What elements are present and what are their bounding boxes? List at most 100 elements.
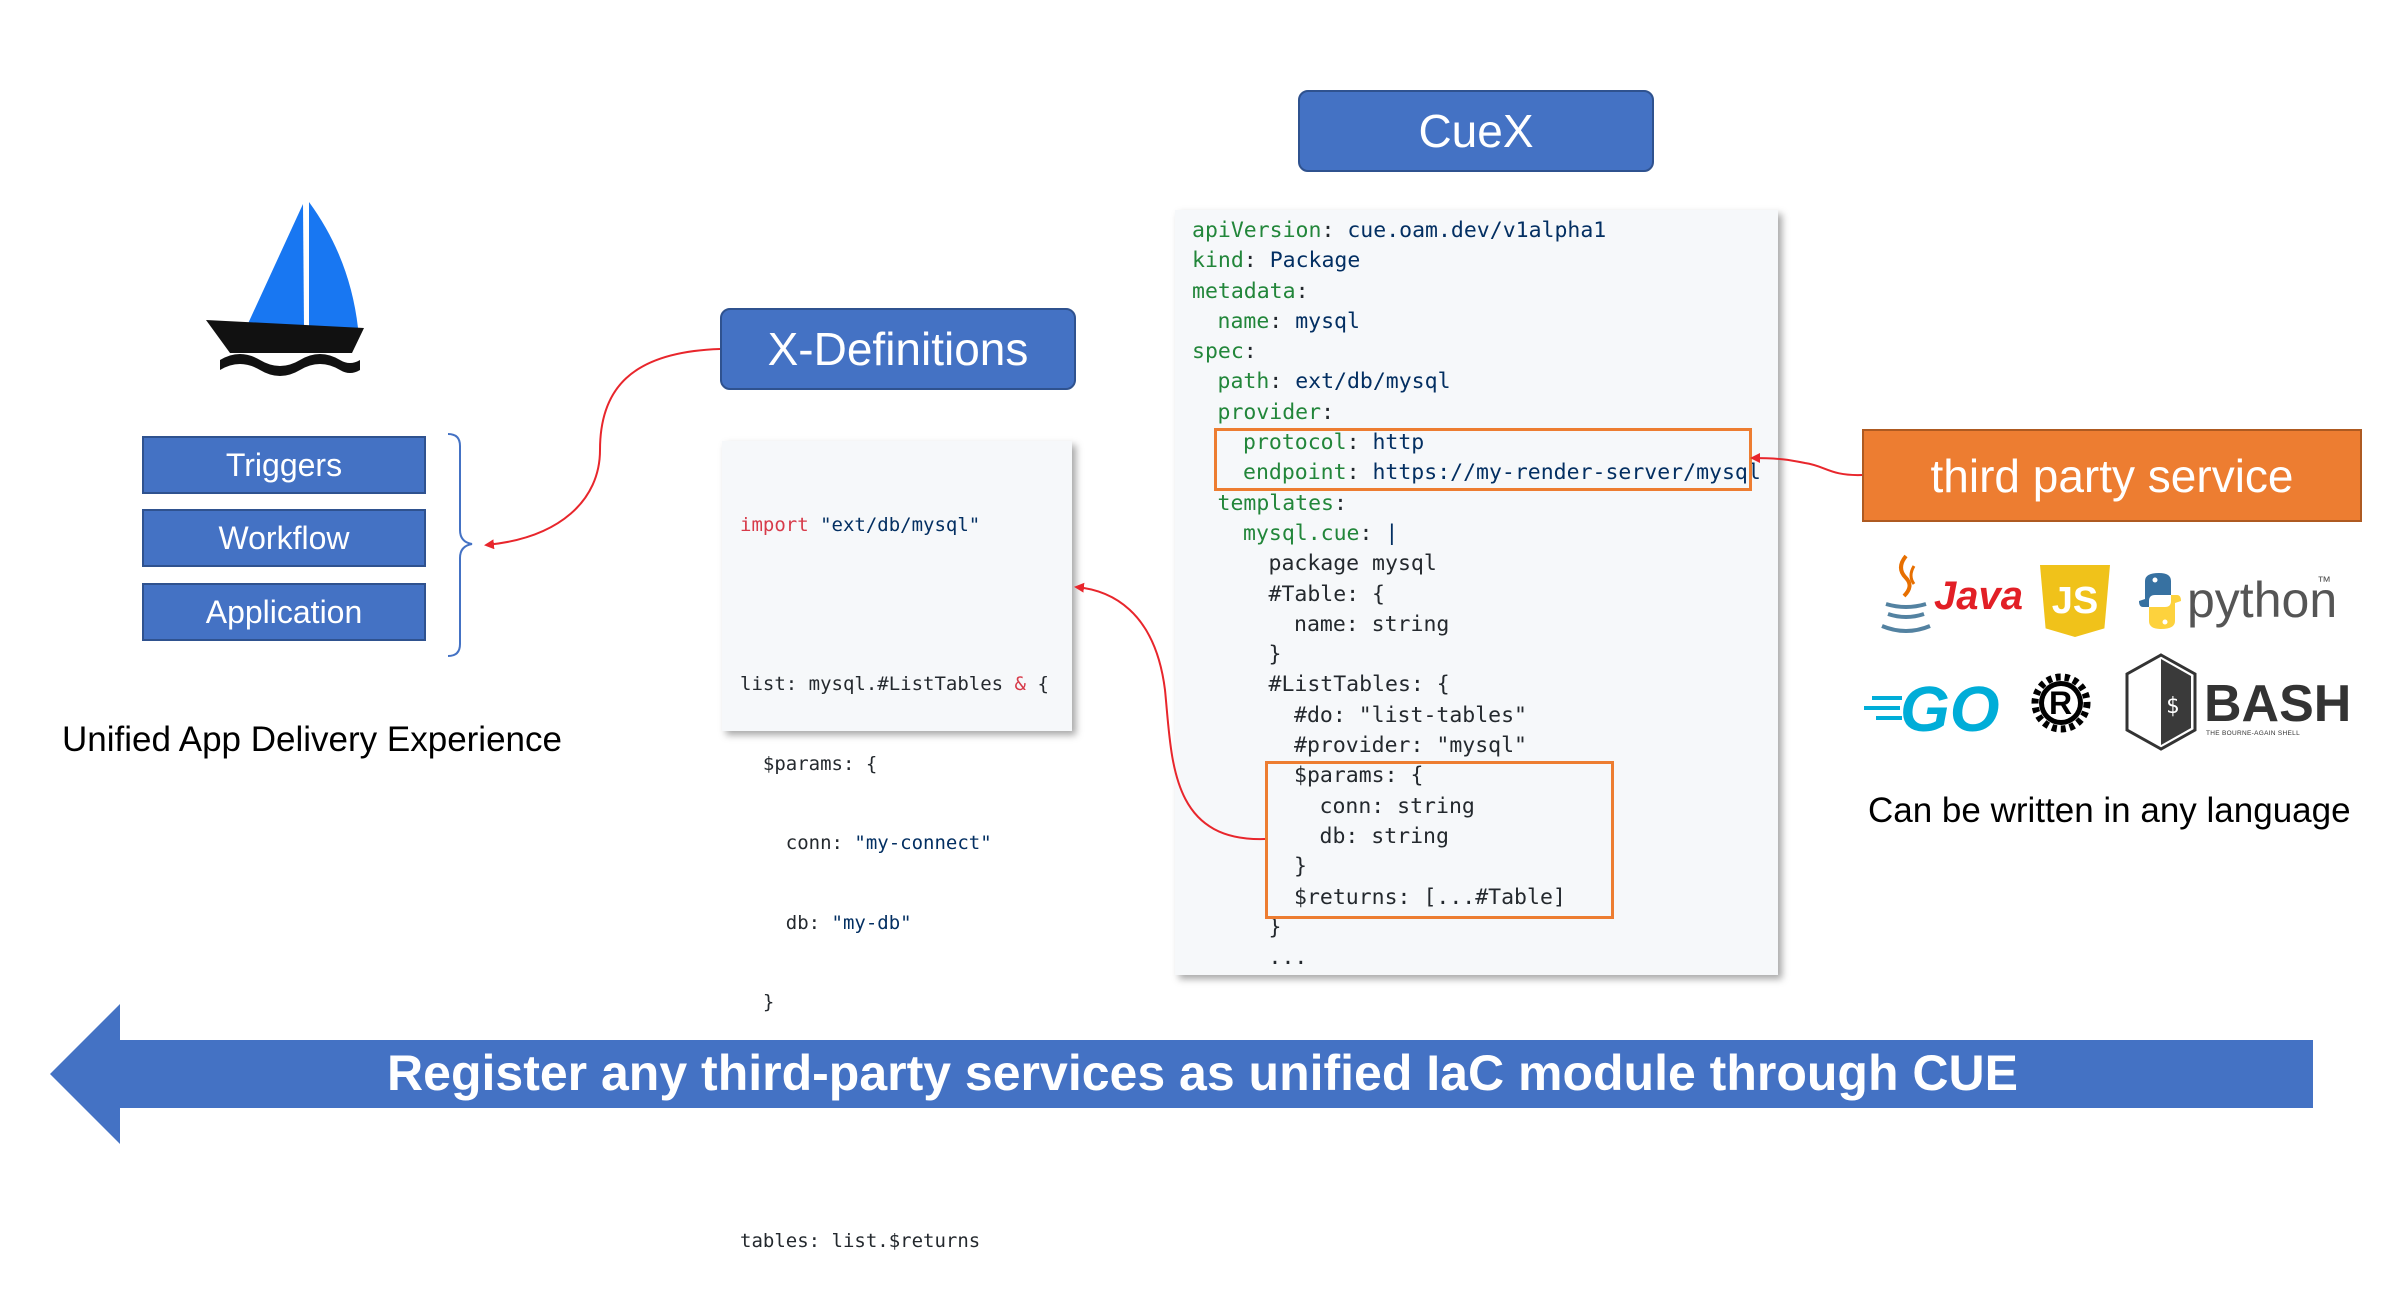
javascript-text: JS xyxy=(2051,579,2099,622)
yaml-line: endpoint: https://my-render-server/mysql xyxy=(1192,458,1761,488)
yaml-value: #do: "list-tables" xyxy=(1294,702,1527,728)
yaml-value: #provider: "mysql" xyxy=(1294,733,1527,759)
sailboat-icon xyxy=(206,202,364,376)
yaml-key: path xyxy=(1217,369,1270,395)
yaml-line: spec: xyxy=(1192,337,1761,367)
yaml-line: $returns: [...#Table] xyxy=(1192,883,1761,913)
yaml-value: | xyxy=(1385,520,1399,546)
bash-logo: $ BASH THE BOURNE-AGAIN SHELL xyxy=(2124,652,2351,752)
yaml-colon: : xyxy=(1346,460,1360,486)
code-line-list: list: mysql.#ListTables & { xyxy=(740,671,1049,698)
list-suffix: { xyxy=(1026,673,1049,695)
yaml-value: } xyxy=(1294,854,1307,880)
code-line-params: $params: { xyxy=(740,752,878,775)
yaml-line: db: string xyxy=(1192,822,1761,852)
yaml-line: #ListTables: { xyxy=(1192,670,1761,700)
list-prefix: list: mysql.#ListTables xyxy=(740,673,1015,695)
yaml-line: #Table: { xyxy=(1192,580,1761,610)
yaml-value: ... xyxy=(1268,945,1308,971)
bash-subtitle: THE BOURNE-AGAIN SHELL xyxy=(2206,730,2301,737)
application-label: Application xyxy=(205,593,363,630)
rust-gear-icon xyxy=(2031,673,2091,733)
yaml-value: http xyxy=(1372,430,1425,456)
yaml-value: ext/db/mysql xyxy=(1295,369,1451,395)
yaml-line: provider: xyxy=(1192,398,1761,428)
db-value: "my-db" xyxy=(831,911,912,934)
yaml-line: ... xyxy=(1192,943,1761,973)
yaml-value: package mysql xyxy=(1268,551,1437,577)
yaml-value: } xyxy=(1268,914,1282,940)
yaml-value: name: string xyxy=(1294,611,1450,637)
yaml-line: kind: Package xyxy=(1192,246,1761,276)
yaml-key: name xyxy=(1217,308,1270,334)
yaml-key: mysql.cue xyxy=(1243,520,1360,546)
code-line-close-inner: } xyxy=(740,991,775,1013)
python-trademark: ™ xyxy=(2317,573,2331,589)
rust-letter: R xyxy=(2049,685,2073,721)
conn-value: "my-connect" xyxy=(854,832,992,854)
third-party-service-label: third party service xyxy=(1930,449,2294,502)
yaml-key: endpoint xyxy=(1243,460,1347,486)
yaml-value: conn: string xyxy=(1319,793,1475,819)
yaml-value: Package xyxy=(1269,248,1361,274)
application-box: Application xyxy=(142,583,426,641)
python-text: python xyxy=(2187,572,2338,628)
xdefinitions-title-text: X-Definitions xyxy=(767,323,1029,375)
left-caption: Unified App Delivery Experience xyxy=(62,720,562,759)
yaml-key: apiVersion xyxy=(1192,218,1322,243)
javascript-logo: JS xyxy=(2040,565,2110,637)
code-line-import: import "ext/db/mysql" xyxy=(740,512,1049,539)
yaml-line: name: string xyxy=(1192,610,1761,640)
triggers-label: Triggers xyxy=(225,446,343,483)
cuex-title: CueX xyxy=(1298,90,1654,172)
yaml-colon: : xyxy=(1359,520,1373,546)
yaml-colon: : xyxy=(1269,369,1283,395)
yaml-key: metadata xyxy=(1192,278,1296,304)
java-cup-icon xyxy=(1881,554,1931,633)
conn-key: conn: xyxy=(740,832,855,854)
yaml-key: spec xyxy=(1192,339,1244,365)
db-key: db: xyxy=(740,911,832,934)
go-logo: GO xyxy=(1864,672,2014,746)
yaml-colon: : xyxy=(1321,218,1335,243)
yaml-colon: : xyxy=(1321,399,1335,425)
yaml-value: $params: { xyxy=(1294,763,1424,789)
yaml-line: path: ext/db/mysql xyxy=(1192,367,1761,397)
java-logo: Java xyxy=(1876,552,2023,638)
yaml-colon: : xyxy=(1334,490,1347,516)
yaml-line: templates: xyxy=(1192,489,1761,519)
connector-service-to-provider xyxy=(1750,453,1863,477)
yaml-value: } xyxy=(1268,642,1282,668)
yaml-colon: : xyxy=(1295,278,1309,304)
code-line-tables: tables: list.$returns xyxy=(740,1229,981,1252)
bash-prompt: $ xyxy=(2166,694,2180,719)
yaml-key: provider xyxy=(1217,399,1322,425)
params-highlight xyxy=(1265,761,1614,919)
yaml-line: #do: "list-tables" xyxy=(1192,701,1761,731)
yaml-colon: : xyxy=(1346,430,1360,456)
java-text: Java xyxy=(1934,574,2023,618)
yaml-value: db: string xyxy=(1319,823,1449,849)
yaml-colon: : xyxy=(1243,248,1257,274)
yaml-key: templates xyxy=(1217,490,1335,516)
yaml-line: mysql.cue: | xyxy=(1192,519,1761,549)
yaml-key: protocol xyxy=(1243,430,1347,456)
list-amp: & xyxy=(1014,673,1026,695)
yaml-colon: : xyxy=(1269,308,1283,334)
yaml-colon: : xyxy=(1243,339,1257,365)
banner-text: Register any third-party services as uni… xyxy=(387,1045,2018,1101)
bash-terminal-icon xyxy=(2125,653,2197,751)
workflow-label: Workflow xyxy=(218,519,350,556)
python-snakes-icon xyxy=(2139,573,2181,629)
yaml-value: https://my-render-server/mysql xyxy=(1372,460,1761,486)
yaml-value: $returns: [...#Table] xyxy=(1294,884,1566,910)
yaml-line: } xyxy=(1192,852,1761,882)
go-text: GO xyxy=(1900,673,2000,745)
connector-cuex-to-xdef xyxy=(1074,582,1266,841)
triggers-box: Triggers xyxy=(142,436,426,494)
yaml-line: } xyxy=(1192,913,1761,943)
workflow-box: Workflow xyxy=(142,509,426,567)
yaml-line: apiVersion: cue.oam.dev/v1alpha1 xyxy=(1192,216,1761,246)
